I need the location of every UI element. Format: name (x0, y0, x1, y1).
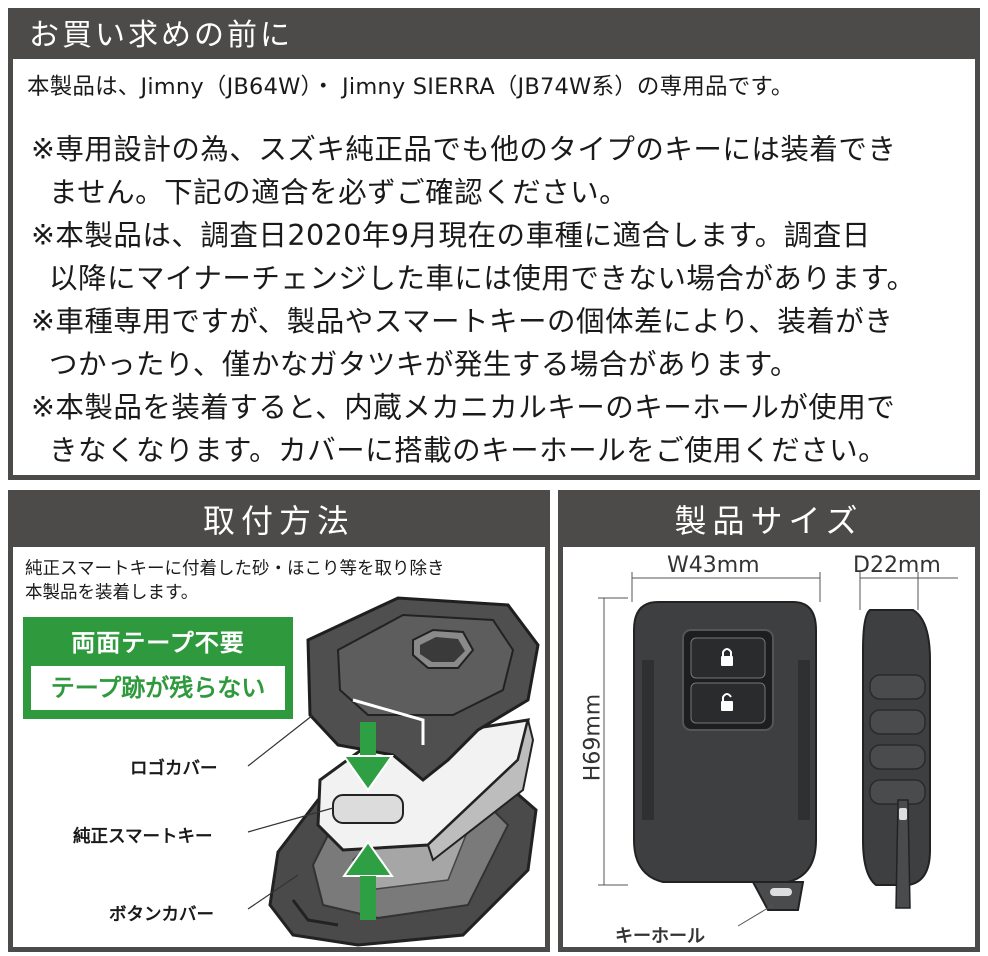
notice-title: お買い求めの前に (13, 13, 975, 59)
note-3-line1: ※車種専用ですが、製品やスマートキーの個体差により、装着がき (31, 305, 894, 338)
arrow-down-icon (342, 722, 394, 792)
keyhole-label: キーホール (615, 926, 705, 947)
install-instruction: 純正スマートキーに付着した砂・ほこり等を取り除き 本製品を装着します。 (25, 557, 444, 605)
note-2-line1: ※本製品は、調査日2020年9月現在の車種に適合します。調査日 (31, 219, 871, 252)
exploded-illustration (247, 596, 540, 947)
badge-no-tape: 両面テープ不要 (71, 629, 245, 657)
lock-closed-icon (721, 648, 733, 666)
part-label-smart-key: 純正スマートキー (73, 827, 213, 847)
note-2: ※本製品は、調査日2020年9月現在の車種に適合します。調査日 以降にマイナーチ… (31, 214, 916, 300)
install-title: 取付方法 (13, 495, 545, 547)
lock-open-icon (721, 693, 733, 711)
badge-no-residue: テープ跡が残らない (31, 666, 285, 710)
side-view (862, 609, 931, 909)
compatibility-lead: 本製品は、Jimny（JB64W）・ Jimny SIERRA（JB74W系）の… (27, 74, 794, 100)
note-4-line1: ※本製品を装着すると、内蔵メカニカルキーのキーホールが使用で (31, 391, 896, 424)
note-3: ※車種専用ですが、製品やスマートキーの個体差により、装着がき つかったり、僅かな… (31, 300, 893, 386)
arrow-up-icon (342, 840, 394, 920)
front-view (633, 601, 817, 927)
size-title: 製品サイズ (563, 495, 975, 547)
note-4: ※本製品を装着すると、内蔵メカニカルキーのキーホールが使用で きなくなります。カ… (31, 386, 895, 472)
install-panel: 取付方法 純正スマートキーに付着した砂・ほこり等を取り除き 本製品を装着します。… (8, 490, 550, 952)
note-4-line2: きなくなります。カバーに搭載のキーホールをご使用ください。 (49, 434, 888, 467)
part-label-logo-cover: ロゴカバー (130, 759, 218, 779)
instruction-line-1: 純正スマートキーに付着した砂・ほこり等を取り除き (25, 559, 445, 579)
notice-panel: お買い求めの前に 本製品は、Jimny（JB64W）・ Jimny SIERRA… (8, 8, 980, 480)
size-illustration (598, 572, 958, 927)
width-dimension: W43mm (667, 553, 760, 578)
depth-dimension: D22mm (853, 553, 941, 578)
note-1: ※専用設計の為、スズキ純正品でも他のタイプのキーには装着でき ません。下記の適合… (31, 128, 896, 214)
instruction-line-2: 本製品を装着します。 (25, 583, 199, 603)
note-1-line1: ※専用設計の為、スズキ純正品でも他のタイプのキーには装着でき (31, 133, 897, 166)
note-2-line2: 以降にマイナーチェンジした車には使用できない場合があります。 (49, 262, 916, 295)
feature-badge: 両面テープ不要 テープ跡が残らない (23, 617, 293, 719)
note-3-line2: つかったり、僅かなガタツキが発生する場合があります。 (49, 348, 800, 381)
size-panel: 製品サイズ W43mm D22mm H69mm キーホール (558, 490, 980, 952)
note-1-line2: ません。下記の適合を必ずご確認ください。 (49, 176, 629, 209)
part-label-button-cover: ボタンカバー (109, 905, 214, 925)
